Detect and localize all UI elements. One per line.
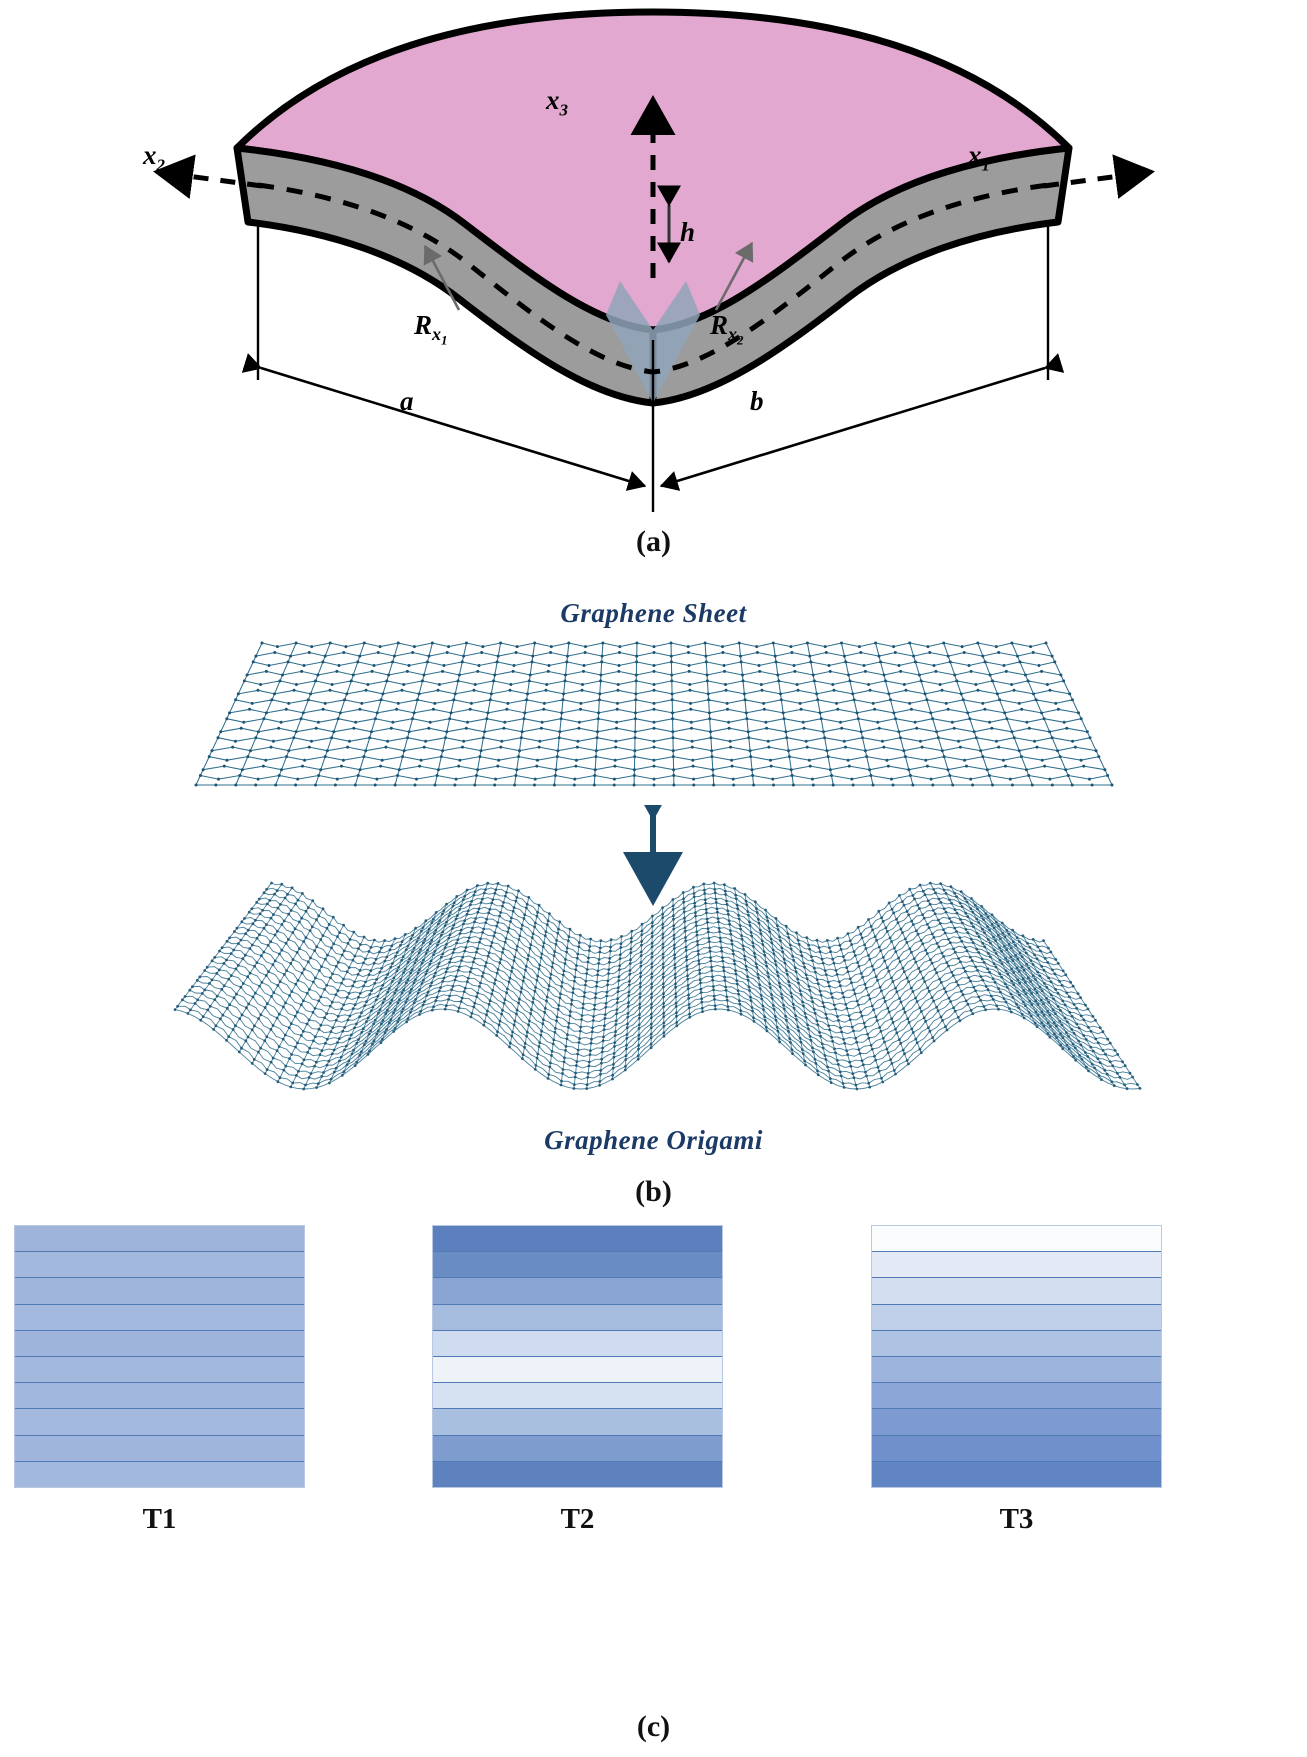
temperature-block-t2	[432, 1225, 723, 1488]
temperature-block-t3	[871, 1225, 1162, 1488]
axis-x1-line	[1043, 154, 1155, 199]
temperature-band	[872, 1252, 1161, 1279]
leader-line-rx1	[423, 244, 461, 311]
panel-c-caption: (c)	[636, 1710, 671, 1743]
dimension-line-a	[241, 353, 647, 491]
panel-b-caption: (b)	[635, 1175, 672, 1208]
graphene-sheet-lattice	[0, 635, 1307, 810]
temperature-band	[15, 1357, 304, 1384]
temperature-band	[15, 1435, 304, 1462]
radius-rx1-label-subsub: 1	[441, 332, 448, 348]
radius-rx2-label: Rx2	[710, 310, 744, 349]
panel-a-curved-shell-geometry: x2 x1 x3 h Rx1 Rx2 a b	[0, 0, 1307, 575]
radius-rx2-label-subsub: 2	[737, 332, 744, 348]
temperature-label-t1: T1	[142, 1503, 177, 1535]
lattice-atoms	[194, 641, 1114, 787]
temperature-band	[872, 1304, 1161, 1331]
radius-rx2-label-text: R	[710, 310, 729, 340]
axis-x3-label: x3	[546, 85, 568, 120]
temperature-band	[872, 1357, 1161, 1384]
origami-lattice-svg	[173, 881, 1142, 1091]
temperature-band	[872, 1330, 1161, 1358]
origami-bonds	[174, 882, 1141, 1090]
axis-x3-label-text: x	[546, 85, 560, 115]
curved-shell-diagram	[153, 8, 1155, 512]
axis-x1-label-sub: 1	[981, 155, 991, 175]
axis-x1-label-text: x	[968, 140, 982, 170]
temperature-band	[15, 1461, 304, 1487]
temperature-band	[433, 1304, 722, 1331]
temperature-band	[433, 1252, 722, 1279]
radius-rx1-label: Rx1	[414, 310, 448, 349]
temperature-band	[872, 1409, 1161, 1436]
temperature-band	[15, 1278, 304, 1305]
temperature-band	[433, 1409, 722, 1436]
dimension-b-label: b	[750, 386, 764, 416]
transition-arrow-container	[0, 767, 1307, 910]
temperature-label-t2: T2	[560, 1503, 595, 1535]
graphene-origami-structure	[0, 865, 1307, 1125]
temperature-band	[433, 1330, 722, 1358]
axis-x2-label: x2	[143, 140, 165, 175]
temperature-band	[433, 1357, 722, 1384]
axis-x1-label: x1	[968, 140, 990, 175]
radius-rx1-label-sub: x	[432, 324, 442, 345]
temperature-band	[433, 1461, 722, 1487]
temperature-band	[15, 1409, 304, 1436]
temperature-band	[15, 1252, 304, 1279]
dimension-line-b	[659, 353, 1065, 491]
radius-rx2-label-sub: x	[728, 324, 738, 345]
temperature-band	[433, 1226, 722, 1253]
graphene-origami-title: Graphene Origami	[544, 1125, 763, 1155]
temperature-band	[433, 1383, 722, 1410]
temperature-band	[15, 1383, 304, 1410]
panel-b-graphene-structures: Graphene Sheet Graphene Origami	[0, 580, 1307, 1180]
panel-c-temperature-distributions: T1 T2 T3	[0, 1225, 1307, 1757]
dimension-a-label: a	[400, 386, 414, 416]
temperature-band	[872, 1226, 1161, 1253]
double-arrow-svg	[623, 767, 683, 906]
axis-x3-label-sub: 3	[559, 100, 569, 120]
temperature-band	[15, 1226, 304, 1253]
temperature-band	[15, 1304, 304, 1331]
graphene-sheet-title: Graphene Sheet	[560, 598, 747, 628]
temperature-label-t3: T3	[999, 1503, 1034, 1535]
axis-x2-line	[153, 154, 263, 199]
flat-lattice-svg	[194, 641, 1114, 787]
temperature-band	[872, 1383, 1161, 1410]
panel-a-caption: (a)	[636, 525, 671, 558]
radius-rx1-label-text: R	[414, 310, 433, 340]
axis-x2-label-sub: 2	[156, 155, 166, 175]
leader-line-rx2	[714, 241, 754, 311]
temperature-band	[433, 1435, 722, 1462]
temperature-band	[872, 1435, 1161, 1462]
temperature-band	[872, 1278, 1161, 1305]
temperature-band	[872, 1461, 1161, 1487]
thickness-h-label: h	[680, 217, 696, 247]
axis-x2-label-text: x	[143, 140, 157, 170]
temperature-band	[433, 1278, 722, 1305]
temperature-block-t1	[14, 1225, 305, 1488]
temperature-band	[15, 1330, 304, 1358]
